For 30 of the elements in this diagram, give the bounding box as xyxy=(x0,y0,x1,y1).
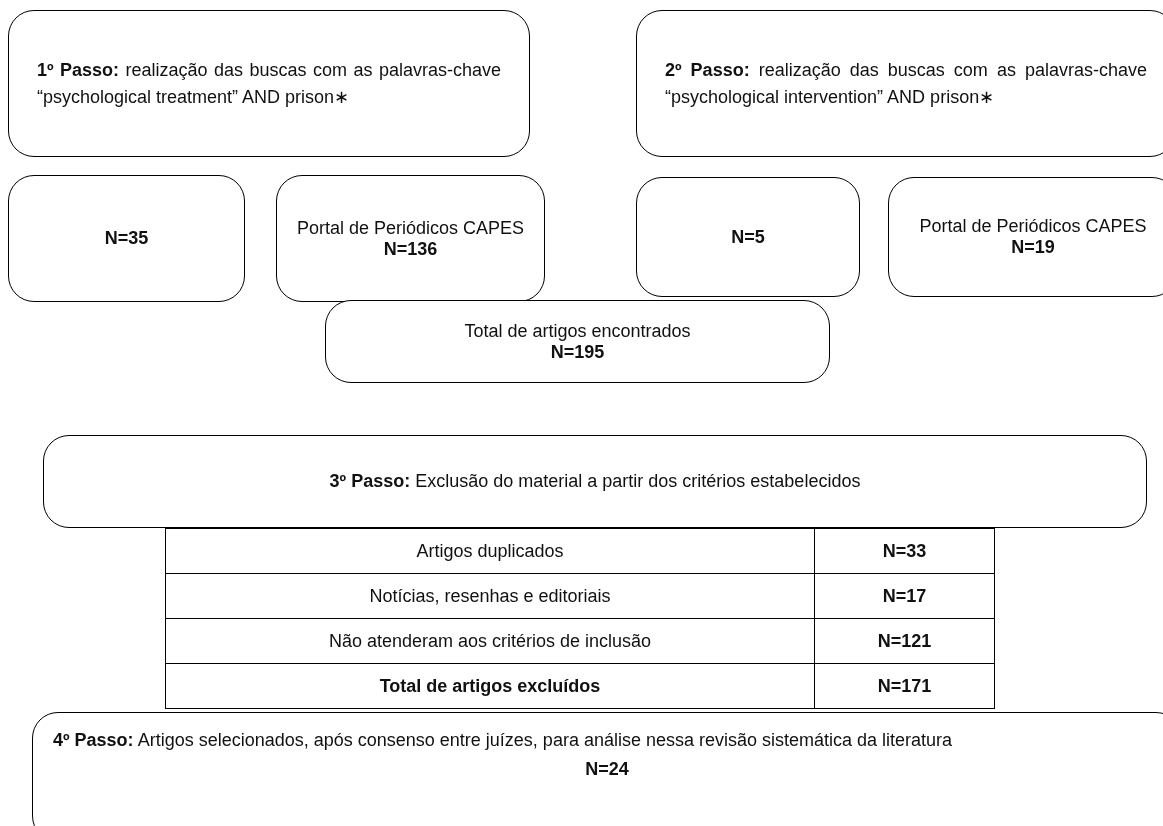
count-text: N=5 xyxy=(730,226,766,248)
count-text: N=136 xyxy=(382,238,439,260)
rounded-box xyxy=(636,10,1163,157)
rounded-box xyxy=(325,300,830,383)
rounded-box xyxy=(888,177,1163,297)
rounded-box xyxy=(276,175,545,302)
rounded-box xyxy=(8,175,245,302)
table-cell: Total de artigos excluídos xyxy=(165,663,815,709)
count-text: N=24 xyxy=(584,759,630,781)
table-cell: Artigos duplicados xyxy=(165,528,815,574)
table-cell: N=171 xyxy=(814,663,995,709)
source-name: Portal de Periódicos CAPES xyxy=(295,217,526,239)
table-cell: Não atenderam aos critérios de inclusão xyxy=(165,618,815,664)
step-text: 2º Passo: realização das buscas com as palavras-chave “psychological intervention” AND prison∗ xyxy=(665,59,1147,109)
rounded-box xyxy=(43,435,1147,528)
count-text: N=35 xyxy=(103,228,150,249)
rounded-box xyxy=(8,10,530,157)
source-name: Portal de Periódicos CAPES xyxy=(918,216,1148,237)
table-cell: N=33 xyxy=(814,528,995,574)
step-text: 3º Passo: Exclusão do material a partir dos critérios estabelecidos xyxy=(328,471,862,492)
count-text: N=195 xyxy=(549,341,606,363)
step-text: 4º Passo: Artigos selecionados, após consenso entre juízes, para análise nessa revisão sistemática da literatura xyxy=(53,729,954,752)
table-cell: Notícias, resenhas e editoriais xyxy=(165,573,815,619)
table-cell: N=17 xyxy=(814,573,995,619)
source-name: Total de artigos encontrados xyxy=(463,320,692,342)
rounded-box xyxy=(636,177,860,297)
step-text: 1º Passo: realização das buscas com as palavras-chave “psychological treatment” AND prison∗ xyxy=(37,59,501,109)
table-cell: N=121 xyxy=(814,618,995,664)
count-text: N=19 xyxy=(1010,237,1056,258)
rounded-box xyxy=(32,712,1163,826)
